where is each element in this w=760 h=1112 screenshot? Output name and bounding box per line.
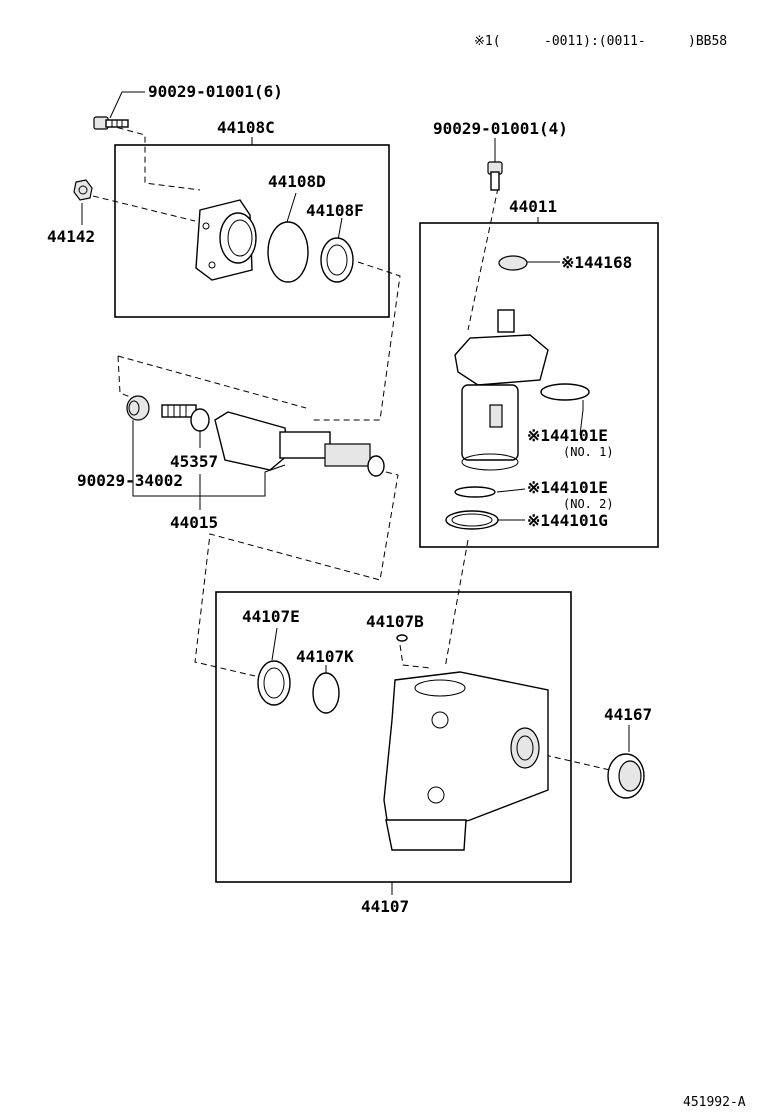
label-44011: 44011 [509, 197, 557, 216]
label-44108C: 44108C [217, 118, 275, 137]
label-90029-01001-4: 90029-01001(4) [433, 119, 568, 138]
label-44101E-no2-note: (NO. 2) [563, 497, 614, 511]
oring-44107K-drawing [312, 672, 340, 714]
label-45357: 45357 [170, 452, 218, 471]
spacer-44168-drawing [498, 255, 528, 271]
label-44107B: 44107B [366, 612, 424, 631]
seal-44167-drawing [607, 753, 645, 799]
nut-44142-drawing [73, 179, 93, 201]
label-44101G: ※144101G [527, 511, 608, 530]
seal-44108F-drawing [320, 237, 354, 283]
label-44101E-no2: ※144101E [527, 478, 608, 497]
diagram-reference-number: 451992-A [683, 1095, 746, 1110]
bolt-4-drawing [487, 161, 503, 191]
frame-44011 [419, 222, 659, 548]
oring-44108D-drawing [267, 221, 309, 283]
label-44015: 44015 [170, 513, 218, 532]
label-44107: 44107 [361, 897, 409, 916]
header-note-range: -0011):(0011- [544, 34, 646, 49]
header-note-model: )BB58 [688, 34, 727, 49]
frame-44107 [215, 591, 572, 883]
gear-housing-drawing [383, 671, 549, 851]
label-44108D: 44108D [268, 172, 326, 191]
adjuster-housing-drawing [195, 199, 257, 281]
label-44107E: 44107E [242, 607, 300, 626]
label-90029-01001-6: 90029-01001(6) [148, 82, 283, 101]
label-90029-34002: 90029-34002 [77, 471, 183, 490]
header-note-prefix: ※1( [474, 34, 501, 49]
label-44168: ※144168 [561, 253, 632, 272]
control-valve-drawing [454, 309, 549, 471]
label-44101E-no1: ※144101E [527, 426, 608, 445]
oring-44101E-no1-drawing [540, 383, 590, 401]
label-44142: 44142 [47, 227, 95, 246]
label-44167: 44167 [604, 705, 652, 724]
plug-45357-drawing [161, 404, 210, 432]
leader-lines [81, 91, 630, 895]
ring-44101G-drawing [445, 510, 499, 530]
assembly-lines [92, 124, 611, 771]
label-44108F: 44108F [306, 201, 364, 220]
plug-90029-34002-drawing [126, 395, 150, 421]
seal-44107E-drawing [257, 660, 291, 706]
oring-44107B-drawing [396, 634, 408, 642]
sector-shaft-drawing [214, 411, 385, 477]
label-44107K: 44107K [296, 647, 354, 666]
oring-44101E-no2-drawing [454, 486, 496, 498]
label-44101E-no1-note: (NO. 1) [563, 445, 614, 459]
bolt-6-drawing [93, 116, 129, 130]
